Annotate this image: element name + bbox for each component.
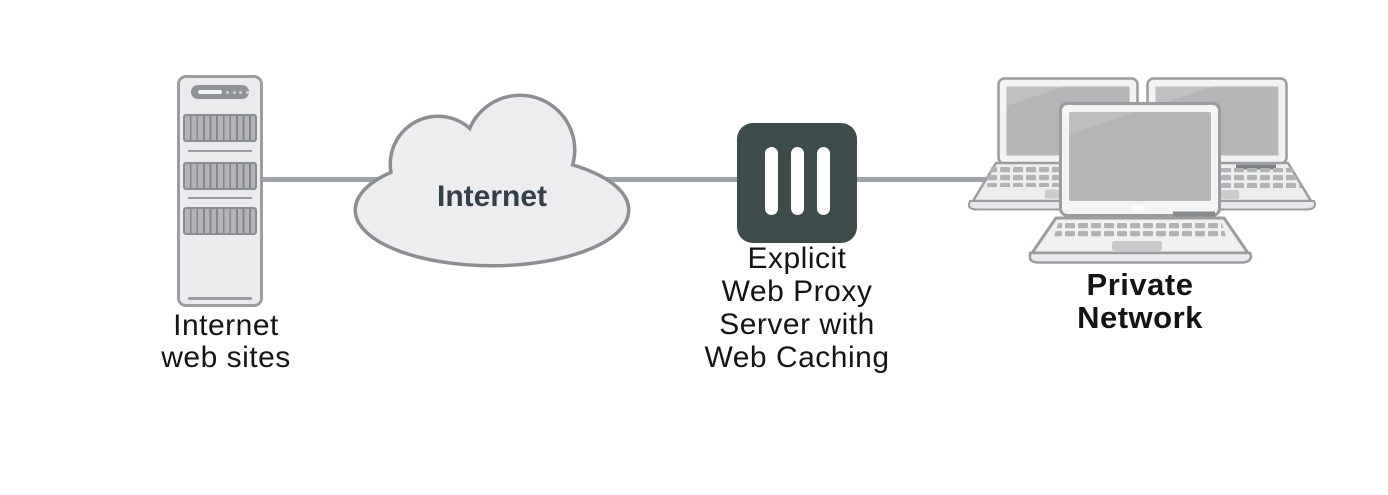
- label-line: Server with: [719, 308, 875, 341]
- server-status-bar: [191, 85, 249, 99]
- label-line: Private: [1086, 267, 1194, 302]
- label-line: Web Proxy: [721, 275, 873, 308]
- laptop-latch: [1133, 205, 1145, 210]
- server-vent-panel: [183, 207, 257, 235]
- proxy-server-icon: [737, 123, 857, 243]
- proxy-slot-bar: [817, 147, 830, 215]
- proxy-slot-bar: [791, 147, 804, 215]
- edge-cloud-to-proxy: [500, 177, 800, 182]
- cloud-body: [357, 97, 627, 264]
- screen-glare: [1006, 86, 1064, 106]
- internet-web-sites-label: Internet web sites: [126, 310, 326, 374]
- screen-glare: [1069, 112, 1135, 135]
- laptop-hinge: [1173, 211, 1215, 217]
- server-led-dot: [239, 90, 242, 94]
- server-vent-panel: [183, 114, 257, 142]
- server-tower-icon: [177, 75, 263, 307]
- label-line: Web Caching: [704, 341, 890, 374]
- laptop-bottom-lip: [1028, 251, 1253, 264]
- cloud-icon: [353, 93, 631, 268]
- laptop-hinge: [1236, 164, 1276, 170]
- server-led-dot: [232, 90, 236, 94]
- server-divider: [188, 297, 252, 300]
- server-status-dash: [198, 90, 222, 94]
- laptop-display: [1069, 112, 1211, 201]
- internet-cloud-label: Internet: [436, 180, 547, 213]
- laptop-group-icon: [967, 77, 1317, 264]
- private-network-label: Private Network: [1030, 268, 1250, 334]
- label-line: Explicit: [747, 242, 847, 275]
- laptop-front-icon: [1028, 102, 1253, 264]
- explicit-web-proxy-label: Explicit Web Proxy Server with Web Cachi…: [687, 242, 907, 374]
- laptop-keyboard: [1053, 221, 1227, 239]
- proxy-slot-bar: [765, 147, 778, 215]
- server-divider: [188, 150, 252, 152]
- server-led-dot: [226, 90, 229, 94]
- edge-proxy-to-private-network: [800, 177, 996, 182]
- server-vent-panel: [183, 162, 257, 190]
- server-led-dot: [245, 90, 249, 94]
- label-line: Internet: [173, 309, 279, 342]
- laptop-trackpad: [1112, 241, 1162, 251]
- label-line: web sites: [161, 341, 291, 374]
- server-divider: [188, 197, 252, 199]
- label-line: Network: [1077, 300, 1203, 335]
- screen-glare: [1155, 86, 1213, 106]
